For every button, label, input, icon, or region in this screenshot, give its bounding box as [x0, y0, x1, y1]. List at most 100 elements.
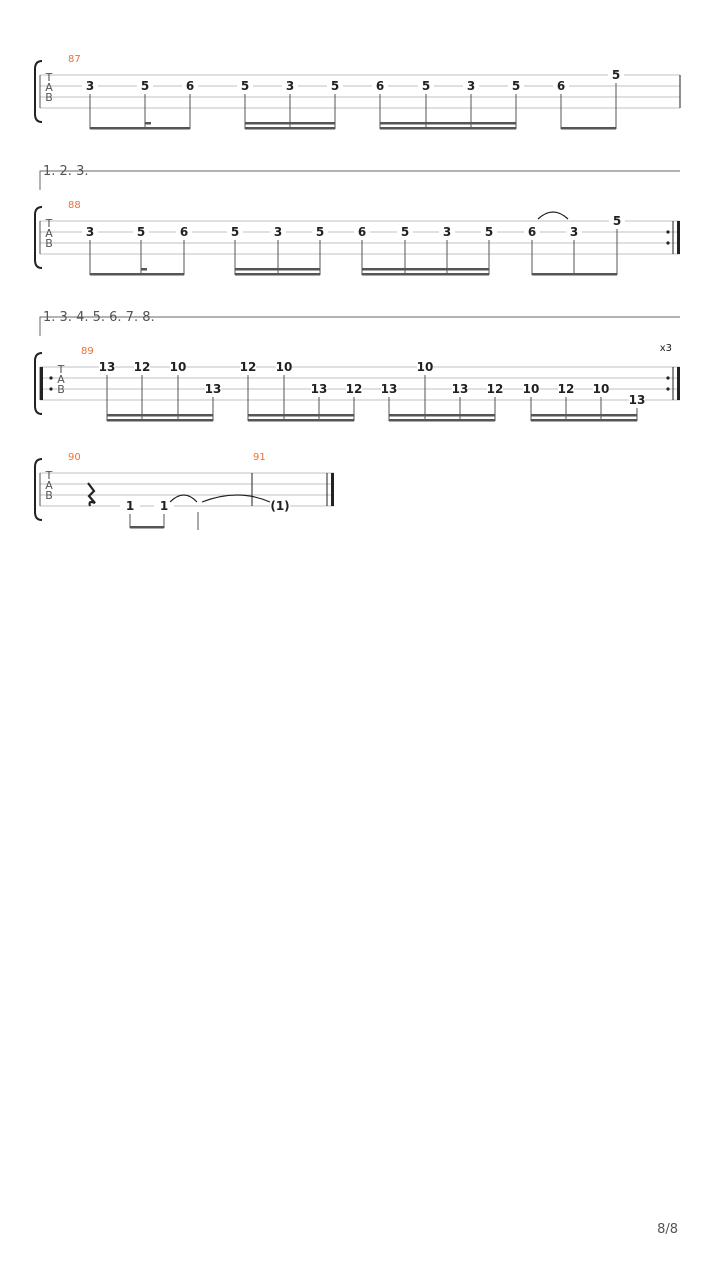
tab-clef-letter: T — [45, 469, 53, 482]
fret-number: 3 — [86, 225, 94, 239]
repeat-start-thick-bar — [40, 367, 43, 400]
fret-mask — [553, 79, 569, 92]
beam — [362, 268, 489, 271]
measure-number: 90 — [68, 452, 81, 463]
beam — [248, 414, 354, 417]
fret-mask — [397, 225, 413, 238]
slur — [537, 211, 569, 220]
fret-mask — [270, 499, 290, 512]
fret-number: 6 — [186, 79, 194, 93]
system-bracket — [34, 206, 43, 269]
fret-mask — [524, 225, 540, 238]
beam — [107, 419, 213, 422]
volta-label: 1. 3. 4. 5. 6. 7. 8. — [43, 310, 155, 325]
repeat-dot — [666, 387, 670, 391]
fret-mask — [170, 360, 186, 373]
beam — [362, 273, 489, 276]
fret-number: 12 — [558, 382, 575, 396]
fret-number: 5 — [612, 68, 620, 82]
tab-clef-letter: T — [45, 217, 53, 230]
tie — [201, 494, 271, 503]
measure-number: 87 — [68, 54, 81, 65]
fret-mask — [312, 225, 328, 238]
fret-mask — [354, 225, 370, 238]
tab-clef-letter: A — [45, 227, 53, 240]
fret-mask — [82, 79, 98, 92]
fret-mask — [270, 225, 286, 238]
fret-number: 13 — [629, 393, 646, 407]
fret-mask — [463, 79, 479, 92]
tab-clef-letter: A — [45, 81, 53, 94]
repeat-dot — [666, 241, 670, 245]
final-thick-bar — [331, 473, 334, 506]
system-bracket — [34, 458, 43, 521]
fret-number: 3 — [274, 225, 282, 239]
beam — [245, 127, 335, 130]
fret-number: 5 — [512, 79, 520, 93]
fret-number: 1 — [160, 499, 168, 513]
repeat-dot — [49, 387, 53, 391]
fret-mask — [381, 382, 397, 395]
fret-mask — [237, 79, 253, 92]
fret-number: 13 — [381, 382, 398, 396]
fret-mask — [608, 68, 624, 81]
beam — [245, 122, 335, 125]
beam — [531, 419, 637, 422]
beam — [235, 273, 320, 276]
repeat-dot — [49, 376, 53, 380]
fret-number: 3 — [286, 79, 294, 93]
fret-mask — [327, 79, 343, 92]
beam — [235, 268, 320, 271]
fret-mask — [566, 225, 582, 238]
fret-number: 5 — [401, 225, 409, 239]
volta-label: 1. 2. 3. — [43, 164, 88, 179]
fret-mask — [418, 79, 434, 92]
fret-mask — [439, 225, 455, 238]
fret-number: (1) — [270, 499, 289, 513]
beam — [531, 414, 637, 417]
fret-mask — [227, 225, 243, 238]
fret-mask — [120, 499, 140, 512]
fret-number: 10 — [417, 360, 434, 374]
fret-number: 6 — [180, 225, 188, 239]
fret-number: 12 — [346, 382, 363, 396]
measure-number: 89 — [81, 346, 94, 357]
beam — [90, 127, 190, 130]
fret-number: 5 — [241, 79, 249, 93]
fret-number: 10 — [593, 382, 610, 396]
beam — [380, 122, 516, 125]
fret-number: 5 — [316, 225, 324, 239]
fret-mask — [487, 382, 503, 395]
system-bracket — [34, 352, 43, 415]
tab-clef-letter: A — [45, 479, 53, 492]
system-bracket — [34, 60, 43, 123]
measure-number: 88 — [68, 200, 81, 211]
fret-number: 3 — [467, 79, 475, 93]
fret-number: 3 — [570, 225, 578, 239]
fret-mask — [134, 360, 150, 373]
beam — [130, 526, 164, 529]
repeat-end-thick-bar — [677, 367, 680, 400]
tab-clef-letter: B — [45, 489, 53, 502]
fret-mask — [481, 225, 497, 238]
partial-beam — [141, 268, 147, 271]
tab-clef-letter: T — [57, 363, 65, 376]
partial-beam — [145, 122, 151, 125]
fret-number: 12 — [134, 360, 151, 374]
fret-mask — [282, 79, 298, 92]
fret-mask — [82, 225, 98, 238]
fret-number: 6 — [557, 79, 565, 93]
measure-number: 91 — [253, 452, 266, 463]
fret-number: 13 — [311, 382, 328, 396]
fret-mask — [629, 393, 645, 406]
fret-number: 6 — [358, 225, 366, 239]
tab-clef-letter: B — [45, 237, 53, 250]
fret-number: 12 — [240, 360, 257, 374]
page-number: 8/8 — [657, 1222, 678, 1237]
fret-mask — [205, 382, 221, 395]
fret-number: 1 — [126, 499, 134, 513]
fret-number: 5 — [485, 225, 493, 239]
fret-mask — [593, 382, 609, 395]
repeat-dot — [666, 230, 670, 234]
beam — [389, 419, 495, 422]
